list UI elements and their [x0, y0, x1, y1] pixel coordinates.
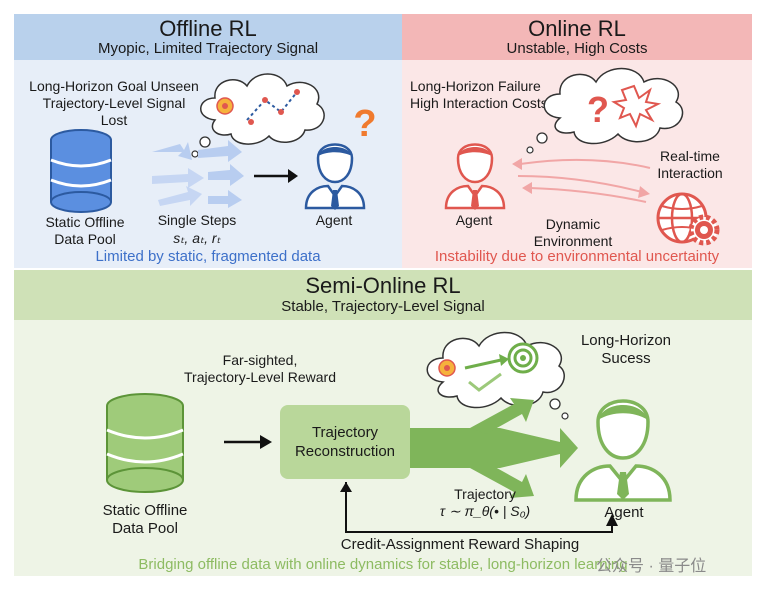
online-thought-cloud-icon: ? [526, 67, 684, 154]
semi-title: Semi-Online RL [305, 273, 461, 298]
semi-footer: Bridging offline data with online dynami… [138, 556, 628, 573]
offline-header [14, 14, 402, 60]
arrow-right-icon [254, 169, 298, 183]
single-steps-label: Single Steps [157, 212, 237, 228]
offline-problem-3: Lost [100, 112, 128, 128]
recon-label-1: Trajectory [311, 424, 379, 441]
interaction-label-1: Real-time [660, 148, 720, 164]
offline-problem-2: Trajectory-Level Signal [42, 95, 186, 111]
offline-agent-label: Agent [315, 212, 353, 228]
question-mark-icon: ? [353, 103, 376, 144]
semi-success-label-1: Long-Horizon [580, 332, 672, 349]
semi-reward-label-1: Far-sighted, [222, 352, 298, 368]
watermark: 公众号 · 量子位 [596, 558, 707, 575]
semi-database-icon [106, 393, 184, 493]
svg-text:?: ? [353, 103, 376, 144]
semi-header [14, 270, 752, 320]
offline-footer: Limited by static, fragmented data [95, 248, 321, 265]
environment-label-1: Dynamic [545, 216, 601, 232]
trajectory-formula: τ ∼ π_θ(• | S₀) [439, 503, 531, 519]
offline-pool-label-1: Static Offline [45, 214, 125, 230]
credit-feedback-line-icon [340, 482, 618, 533]
semi-agent-label: Agent [604, 504, 644, 521]
offline-agent-icon [304, 143, 366, 210]
online-agent-icon [444, 143, 506, 210]
semi-subtitle: Stable, Trajectory-Level Signal [281, 298, 485, 315]
online-agent-label: Agent [455, 212, 493, 228]
fragmented-arrows-icon [152, 140, 244, 208]
online-problem-1: Long-Horizon Failure [410, 78, 541, 94]
offline-thought-cloud-icon [191, 73, 325, 158]
semi-thought-cloud-icon [426, 331, 569, 420]
arrow-to-reconstruction-icon [224, 435, 272, 449]
semi-success-label-2: Sucess [601, 350, 651, 367]
environment-label-2: Environment [533, 233, 613, 249]
globe-gear-icon [656, 192, 720, 246]
online-title: Online RL [528, 16, 626, 41]
interaction-label-2: Interaction [657, 165, 723, 181]
credit-assignment-label: Credit-Assignment Reward Shaping [340, 536, 580, 553]
offline-problem-1: Long-Horizon Goal Unseen [29, 78, 199, 94]
single-steps-symbols: sₜ, aₜ, rₜ [173, 230, 221, 246]
semi-reward-label-2: Trajectory-Level Reward [184, 369, 336, 385]
offline-subtitle: Myopic, Limited Trajectory Signal [97, 40, 319, 57]
svg-text:?: ? [587, 89, 609, 130]
trajectory-label: Trajectory [454, 486, 516, 502]
semi-pool-label-2: Data Pool [112, 520, 178, 537]
trajectory-reconstruction-box: Trajectory Reconstruction [280, 405, 410, 479]
offline-database-icon [50, 129, 112, 213]
online-footer: Instability due to environmental uncerta… [434, 248, 720, 265]
semi-agent-icon [574, 399, 672, 502]
online-problem-2: High Interaction Costs [410, 95, 548, 111]
semi-pool-label-1: Static Offline [102, 502, 188, 519]
offline-title: Offline RL [159, 16, 257, 41]
online-header [402, 14, 752, 60]
offline-pool-label-2: Data Pool [54, 231, 116, 247]
interaction-arrows-icon [512, 158, 651, 203]
branching-arrows-icon [410, 398, 578, 498]
online-subtitle: Unstable, High Costs [506, 40, 648, 57]
recon-label-2: Reconstruction [294, 443, 396, 460]
